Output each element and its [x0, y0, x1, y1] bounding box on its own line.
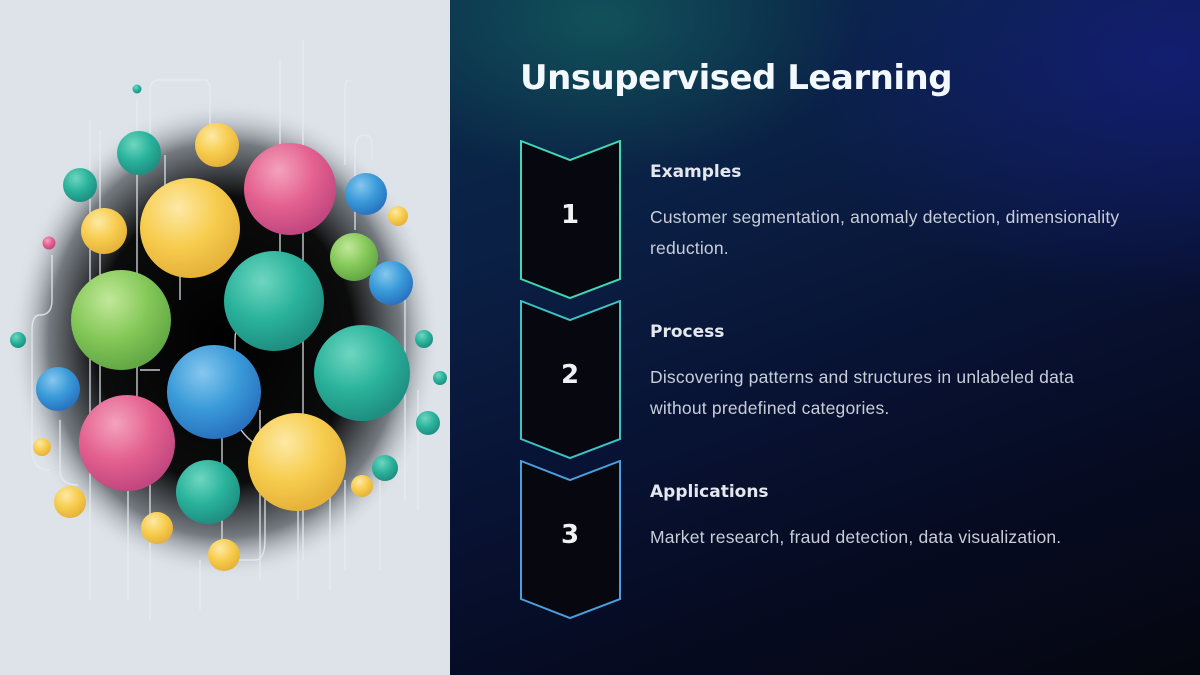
step-description: Market research, fraud detection, data v…	[650, 527, 1062, 547]
slide-title: Unsupervised Learning	[520, 58, 953, 98]
step-number: 1	[560, 200, 580, 230]
step-heading: Examples	[650, 162, 742, 182]
step-heading: Applications	[650, 482, 769, 502]
step-applications: 3 Applications Market research, fraud de…	[520, 460, 1140, 620]
step-examples: 1 Examples Customer segmentation, anomal…	[520, 140, 1140, 300]
step-description: Customer segmentation, anomaly detection…	[650, 207, 1120, 258]
chevron-down-icon	[520, 140, 622, 300]
chevron-down-icon	[520, 460, 622, 620]
step-number: 2	[560, 360, 580, 390]
content-panel: Unsupervised Learning 1 Examples Custome…	[450, 0, 1200, 675]
step-number: 3	[560, 520, 580, 550]
chevron-down-icon	[520, 300, 622, 460]
illustration-panel	[0, 0, 450, 675]
step-process: 2 Process Discovering patterns and struc…	[520, 300, 1140, 460]
step-description: Discovering patterns and structures in u…	[650, 367, 1075, 418]
clustering-spheres-illustration	[10, 40, 447, 620]
step-heading: Process	[650, 322, 725, 342]
